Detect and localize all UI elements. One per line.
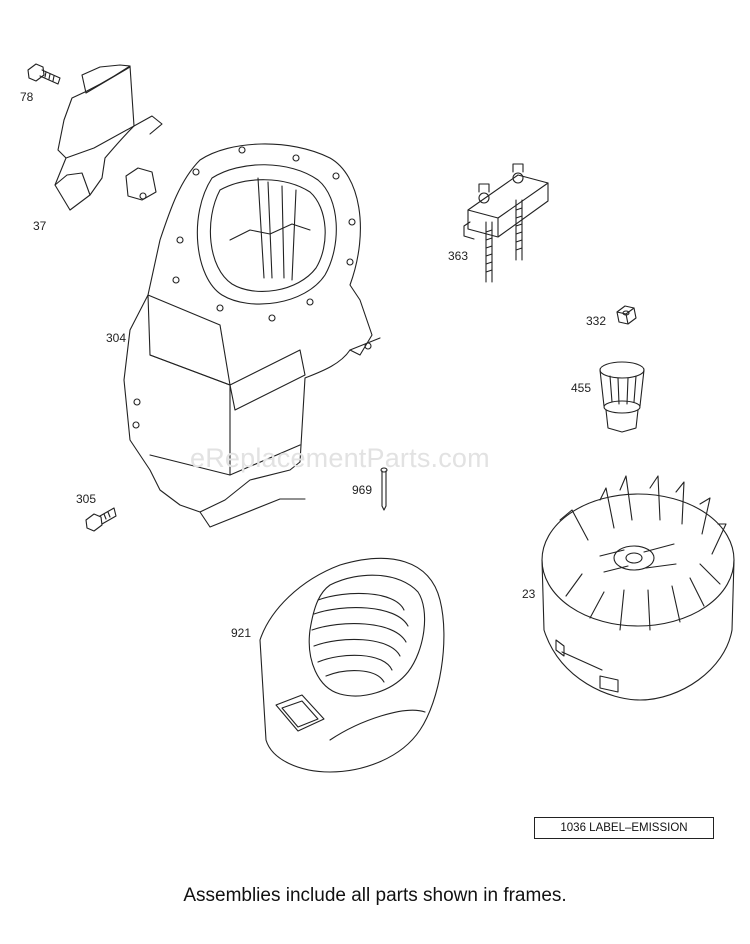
- callout-37: 37: [33, 219, 47, 233]
- part-304-blower-housing-drawing: [123, 143, 381, 528]
- part-78-bolt-drawing: [27, 63, 61, 85]
- callout-455: 455: [571, 381, 592, 395]
- part-455-clutch-drawing: [599, 361, 645, 433]
- callout-304: 304: [106, 331, 127, 345]
- callout-363: 363: [448, 249, 469, 263]
- assemblies-footer-note: Assemblies include all parts shown in fr…: [183, 885, 567, 906]
- part-332-nut-drawing: [616, 305, 637, 325]
- watermark-text: eReplacementParts.com: [190, 443, 490, 473]
- part-37-shield-drawing: [54, 64, 163, 211]
- callout-78: 78: [20, 90, 34, 104]
- part-969-pin-drawing: [380, 467, 388, 511]
- part-305-screw-drawing: [85, 507, 117, 532]
- callout-23: 23: [522, 587, 536, 601]
- callout-921: 921: [231, 626, 252, 640]
- part-921-rewind-cover-drawing: [259, 557, 445, 773]
- emission-label-box: 1036 LABEL–EMISSION: [534, 817, 714, 839]
- callout-969: 969: [352, 483, 373, 497]
- callout-305: 305: [76, 492, 97, 506]
- part-23-flywheel-drawing: [541, 475, 735, 701]
- callout-332: 332: [586, 314, 607, 328]
- part-363-bracket-drawing: [463, 163, 549, 283]
